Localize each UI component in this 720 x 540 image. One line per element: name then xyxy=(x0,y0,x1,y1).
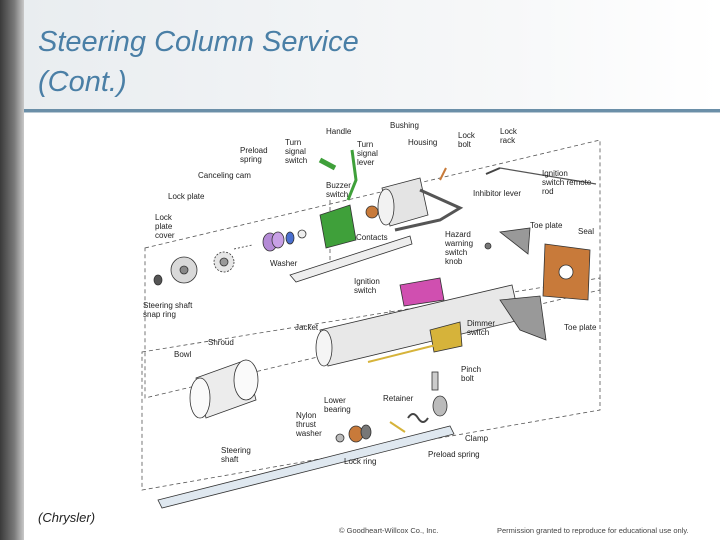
copyright-notice: © Goodheart-Willcox Co., Inc. xyxy=(339,526,439,535)
slide-title: Steering Column Service (Cont.) xyxy=(38,22,359,102)
label-lock-ring: Lock ring xyxy=(344,457,376,466)
label-shroud: Shroud xyxy=(208,338,234,347)
label-seal: Seal xyxy=(578,227,594,236)
label-inhibitor-lever: Inhibitor lever xyxy=(473,189,521,198)
title-divider xyxy=(24,109,720,112)
lower-assembly-parts xyxy=(157,359,455,509)
label-clamp: Clamp xyxy=(465,434,489,443)
label-toe-plate-top: Toe plate xyxy=(530,221,563,230)
label-washer: Washer xyxy=(270,259,298,268)
label-contacts: Contacts xyxy=(356,233,388,242)
label-bushing: Bushing xyxy=(390,121,419,130)
slide-title-line-1: Steering Column Service xyxy=(38,26,359,58)
side-accent-bar xyxy=(0,0,24,540)
permission-notice: Permission granted to reproduce for educ… xyxy=(497,526,689,535)
upper-assembly-parts xyxy=(153,149,597,301)
label-housing: Housing xyxy=(408,138,437,147)
jacket-parts xyxy=(315,242,547,367)
label-retainer: Retainer xyxy=(383,394,414,403)
slide-title-line-2: (Cont.) xyxy=(38,66,127,98)
label-handle: Handle xyxy=(326,127,352,136)
title-band xyxy=(24,0,720,110)
label-preload-spring-bottom: Preload spring xyxy=(428,450,480,459)
label-bowl: Bowl xyxy=(174,350,192,359)
label-lock-plate: Lock plate xyxy=(168,192,205,201)
label-toe-plate-bottom: Toe plate xyxy=(564,323,597,332)
title-divider-shadow xyxy=(24,112,720,113)
image-credit: (Chrysler) xyxy=(38,510,96,525)
label-jacket: Jacket xyxy=(295,323,319,332)
label-canceling-cam: Canceling cam xyxy=(198,171,251,180)
